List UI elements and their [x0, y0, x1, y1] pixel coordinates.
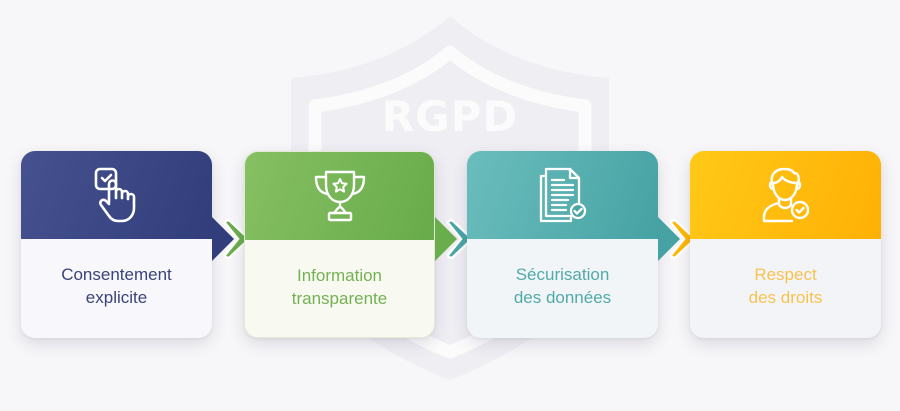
trophy-star-icon: [314, 170, 365, 222]
step-card-security: Sécurisation des données: [467, 151, 658, 338]
user-check-icon: [762, 167, 809, 223]
step-label-line2: des données: [513, 287, 612, 307]
step-card-body: Information transparente: [245, 240, 434, 337]
step-card-body: Respect des droits: [690, 239, 881, 338]
step-label-line1: Information: [296, 265, 383, 285]
document-check-icon: [539, 167, 586, 223]
step-label-line1: Respect: [754, 264, 817, 284]
shield-label: RGPD: [381, 92, 519, 141]
step-label-line1: Consentement: [61, 264, 172, 284]
step-card-information: Information transparente: [244, 151, 435, 338]
step-label-line2: explicite: [85, 287, 148, 307]
step-card-header: [21, 151, 212, 239]
step-card-body: Sécurisation des données: [467, 239, 658, 338]
step-card-consent: Consentement explicite: [21, 151, 212, 338]
step-label-line1: Sécurisation: [515, 264, 610, 284]
step-label-line2: transparente: [291, 288, 388, 308]
step-card-rights: Respect des droits: [690, 151, 881, 338]
step-card-header: [467, 151, 658, 239]
step-label-line2: des droits: [748, 287, 823, 307]
step-card-body: Consentement explicite: [21, 239, 212, 338]
step-card-header: [690, 151, 881, 239]
hand-pointer-checkbox-icon: [94, 167, 135, 223]
step-card-header: [245, 152, 434, 240]
